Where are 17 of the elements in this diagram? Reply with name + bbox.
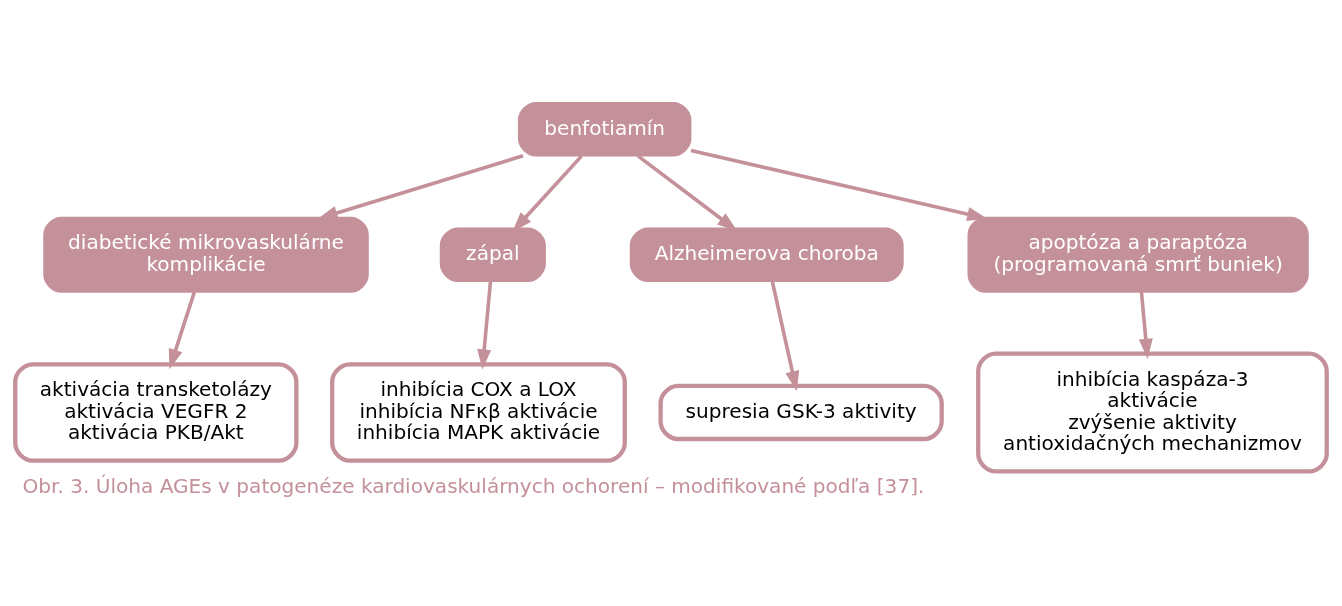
arrow [317,153,524,220]
node-box: inhibícia COX a LOX inhibícia NFκβ aktivácie inhibícia MAPK aktivácie [330,361,627,463]
node-box: Alzheimerova choroba [629,227,904,282]
node-box: aktivácia transketolázy aktivácia VEGFR 2 aktivácia PKB/Akt [13,361,299,463]
arrow [477,281,493,370]
node-box: benfotiamín [517,101,692,156]
node-box: inhibícia kaspáza-3 aktivácie zvýšenie aktivity antioxidačných mechanizmov [976,351,1329,473]
arrow [770,280,800,391]
node-box: diabetické mikrovaskulárne komplikácie [43,216,369,293]
node-box: apoptóza a paraptóza (programovaná smrť buniek) [967,216,1309,293]
arrow [690,148,988,221]
caption: Obr. 3. Úloha AGEs v patogenéze kardiovaskulárnych ochorení – modifikované podľa [37]. [22,473,925,498]
node-box: supresia GSK-3 aktivity [658,383,944,441]
arrow [168,291,197,369]
node-box: zápal [439,227,546,282]
arrow [636,153,738,231]
arrow [1138,291,1153,359]
